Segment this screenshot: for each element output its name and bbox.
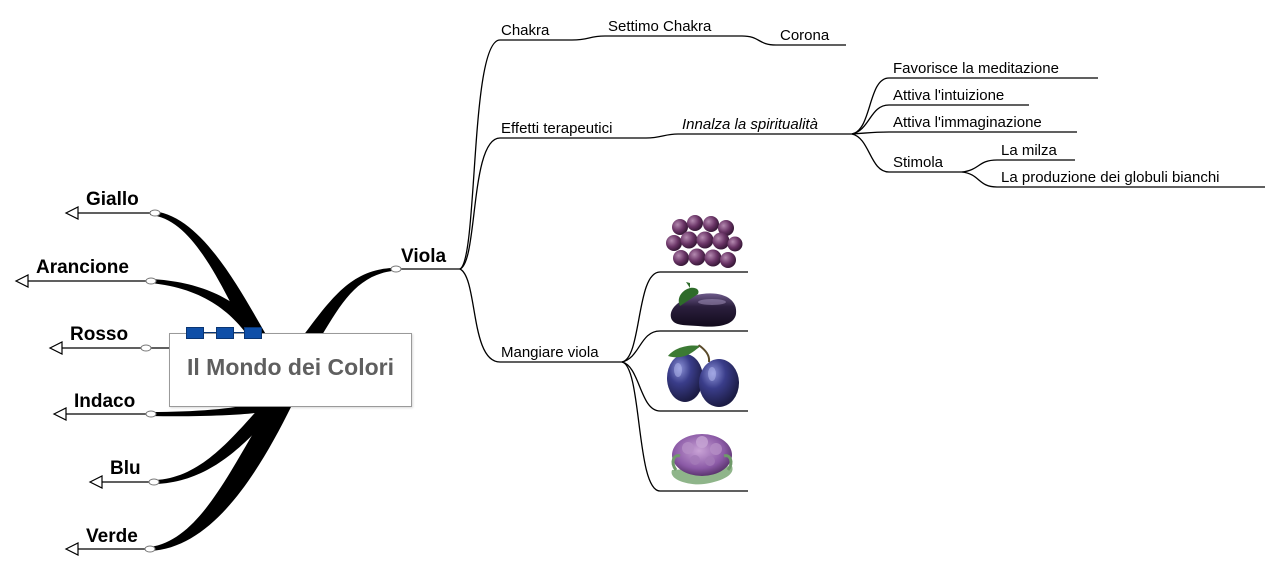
chakra-connector	[571, 35, 606, 41]
chakra-topic[interactable]: Chakra	[500, 22, 572, 41]
left-branch-rosso[interactable]: Rosso	[48, 324, 169, 355]
milza-label: La milza	[1001, 142, 1058, 159]
tab-icon[interactable]	[216, 327, 234, 339]
connector-dot-icon	[144, 545, 156, 553]
mangiare-label: Mangiare viola	[501, 344, 599, 361]
viola-node[interactable]: Viola	[390, 246, 460, 273]
settimo-connector	[741, 35, 777, 46]
mangiare-topic[interactable]: Mangiare viola	[500, 344, 622, 363]
innalza-connectors	[851, 77, 890, 173]
connector-dot-icon	[140, 344, 152, 352]
innalza-topic[interactable]: Innalza la spiritualità	[678, 116, 852, 135]
chakra-label: Chakra	[501, 22, 550, 39]
branch-label-arancione: Arancione	[36, 257, 129, 278]
left-branch-indaco[interactable]: Indaco	[52, 391, 169, 421]
branch-viola	[300, 268, 392, 342]
favorisce-label: Favorisce la meditazione	[893, 60, 1059, 77]
left-branch-arancione[interactable]: Arancione	[14, 257, 157, 288]
immaginazione-topic[interactable]: Attiva l'immaginazione	[889, 114, 1077, 133]
connector-dot-icon	[148, 478, 160, 486]
left-branch-blu[interactable]: Blu	[88, 458, 160, 489]
stimola-label: Stimola	[893, 154, 944, 171]
collapse-arrow-icon[interactable]	[64, 206, 79, 220]
milza-topic[interactable]: La milza	[997, 142, 1075, 161]
favorisce-topic[interactable]: Favorisce la meditazione	[889, 60, 1098, 79]
connector-dot-icon	[145, 277, 157, 285]
effetti-label: Effetti terapeutici	[501, 120, 612, 137]
branch-label-giallo: Giallo	[86, 189, 139, 210]
branch-verde	[150, 405, 292, 551]
viola-label: Viola	[401, 246, 446, 267]
left-branch-giallo[interactable]: Giallo	[64, 189, 161, 220]
settimo-chakra-topic[interactable]: Settimo Chakra	[605, 18, 742, 37]
globuli-label: La produzione dei globuli bianchi	[1001, 169, 1220, 186]
branch-label-indaco: Indaco	[74, 391, 135, 412]
purple-cauliflower-image[interactable]	[671, 434, 733, 485]
effetti-topic[interactable]: Effetti terapeutici	[500, 120, 646, 139]
connector-dot-icon	[390, 265, 402, 273]
stimola-topic[interactable]: Stimola	[889, 154, 962, 173]
viola-connectors	[459, 39, 501, 363]
intuizione-label: Attiva l'intuizione	[893, 87, 1004, 104]
tab-icon[interactable]	[244, 327, 262, 339]
collapse-arrow-icon[interactable]	[14, 274, 29, 288]
globuli-topic[interactable]: La produzione dei globuli bianchi	[997, 169, 1265, 188]
eggplant-image[interactable]	[670, 282, 737, 327]
branch-blu	[155, 405, 280, 484]
left-branch-verde[interactable]: Verde	[64, 526, 156, 556]
stimola-connectors	[961, 159, 998, 188]
settimo-chakra-label: Settimo Chakra	[608, 18, 712, 35]
connector-dot-icon	[149, 209, 161, 217]
effetti-connector	[645, 133, 679, 139]
branch-indaco	[150, 402, 262, 417]
immaginazione-label: Attiva l'immaginazione	[893, 114, 1042, 131]
branch-label-rosso: Rosso	[70, 324, 128, 345]
connector-dot-icon	[145, 410, 157, 418]
central-title: Il Mondo dei Colori	[187, 354, 394, 380]
corona-label: Corona	[780, 27, 830, 44]
mangiare-connectors	[621, 271, 661, 492]
collapse-arrow-icon[interactable]	[48, 341, 63, 355]
collapse-arrow-icon[interactable]	[88, 475, 103, 489]
plums-image[interactable]	[667, 344, 739, 407]
tab-icon[interactable]	[186, 327, 204, 339]
collapse-arrow-icon[interactable]	[64, 542, 79, 556]
grapes-image[interactable]	[666, 215, 743, 268]
branch-label-verde: Verde	[86, 526, 138, 547]
central-topic[interactable]: Il Mondo dei Colori	[169, 327, 412, 407]
intuizione-topic[interactable]: Attiva l'intuizione	[889, 87, 1029, 106]
innalza-label: Innalza la spiritualità	[682, 116, 818, 133]
collapse-arrow-icon[interactable]	[52, 407, 67, 421]
corona-topic[interactable]: Corona	[776, 27, 846, 46]
branch-label-blu: Blu	[110, 458, 141, 479]
